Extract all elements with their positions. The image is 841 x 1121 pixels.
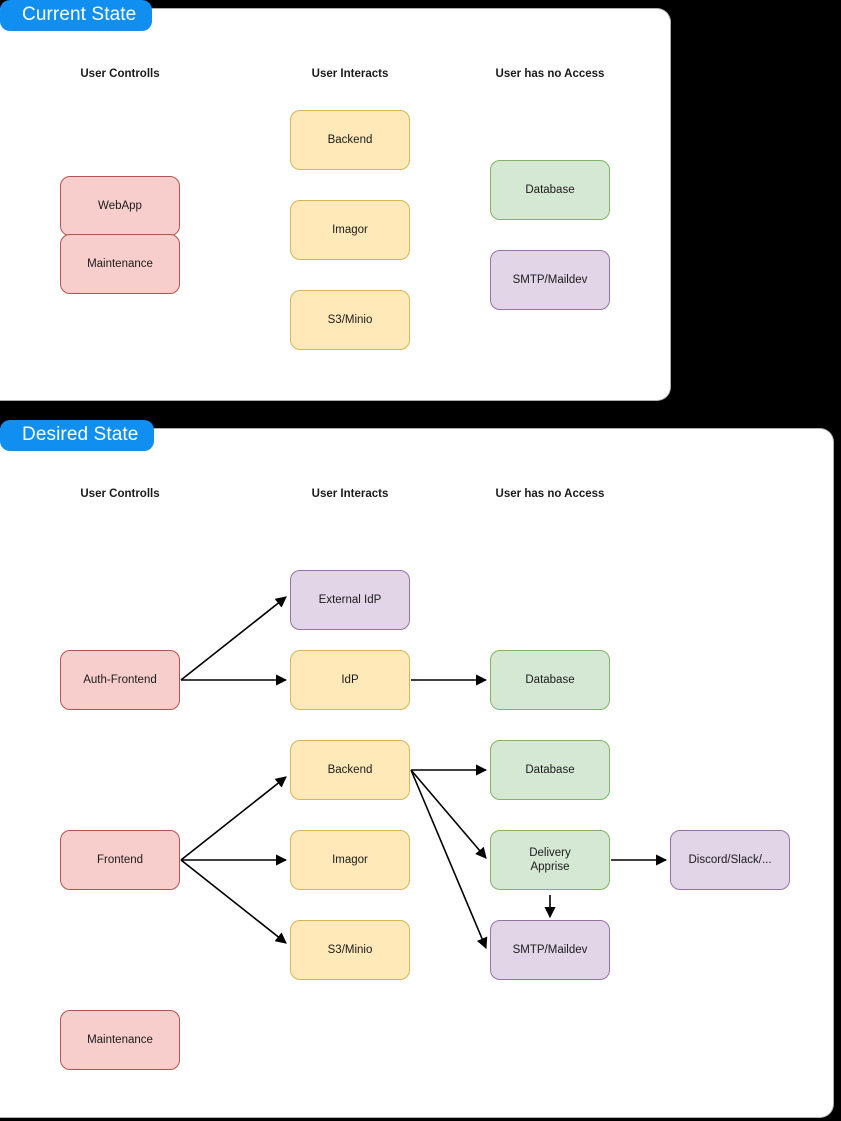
column-header-user-no-access-desired: User has no Access — [495, 488, 605, 500]
node-idp-desired[interactable]: IdP — [290, 650, 410, 710]
node-label: S3/Minio — [327, 314, 373, 326]
node-webapp-current[interactable]: WebApp — [60, 176, 180, 236]
node-external-idp-desired[interactable]: External IdP — [290, 570, 410, 630]
node-imagor-desired[interactable]: Imagor — [290, 830, 410, 890]
node-label: External IdP — [318, 594, 382, 606]
node-label: SMTP/Maildev — [512, 944, 588, 956]
node-label: Imagor — [332, 854, 368, 866]
node-auth-frontend-desired[interactable]: Auth-Frontend — [60, 650, 180, 710]
node-label: Database — [525, 674, 575, 686]
state-tab-desired[interactable]: Desired State — [0, 420, 155, 451]
node-database-idp-desired[interactable]: Database — [490, 650, 610, 710]
node-smtp-maildev-desired[interactable]: SMTP/Maildev — [490, 920, 610, 980]
node-label: WebApp — [98, 200, 142, 212]
column-header-user-controls-current: User Controlls — [80, 68, 160, 80]
node-label: Discord/Slack/... — [688, 854, 772, 866]
node-maintenance-desired[interactable]: Maintenance — [60, 1010, 180, 1070]
node-label: Frontend — [96, 854, 144, 866]
node-database-current[interactable]: Database — [490, 160, 610, 220]
node-label: Maintenance — [87, 1034, 153, 1046]
node-label: Imagor — [332, 224, 368, 236]
node-label: Backend — [327, 134, 373, 146]
node-backend-current[interactable]: Backend — [290, 110, 410, 170]
node-backend-desired[interactable]: Backend — [290, 740, 410, 800]
node-label: Auth-Frontend — [83, 674, 157, 686]
node-label: Database — [525, 764, 575, 776]
node-maintenance-current[interactable]: Maintenance — [60, 234, 180, 294]
state-tab-current[interactable]: Current State — [0, 0, 153, 31]
node-discord-slack-desired[interactable]: Discord/Slack/... — [670, 830, 790, 890]
node-label: Maintenance — [87, 258, 153, 270]
node-label: Database — [525, 184, 575, 196]
node-label: IdP — [341, 674, 359, 686]
column-header-user-no-access-current: User has no Access — [495, 68, 605, 80]
node-label: S3/Minio — [327, 944, 373, 956]
node-smtp-maildev-current[interactable]: SMTP/Maildev — [490, 250, 610, 310]
column-header-user-interacts-current: User Interacts — [311, 68, 389, 80]
column-header-user-interacts-desired: User Interacts — [311, 488, 389, 500]
node-s3minio-desired[interactable]: S3/Minio — [290, 920, 410, 980]
node-database-backend-desired[interactable]: Database — [490, 740, 610, 800]
node-label: Delivery Apprise — [529, 847, 571, 873]
node-label: SMTP/Maildev — [512, 274, 588, 286]
node-label: Backend — [327, 764, 373, 776]
node-delivery-apprise-desired[interactable]: Delivery Apprise — [490, 830, 610, 890]
node-frontend-desired[interactable]: Frontend — [60, 830, 180, 890]
node-s3minio-current[interactable]: S3/Minio — [290, 290, 410, 350]
column-header-user-controls-desired: User Controlls — [80, 488, 160, 500]
node-imagor-current[interactable]: Imagor — [290, 200, 410, 260]
